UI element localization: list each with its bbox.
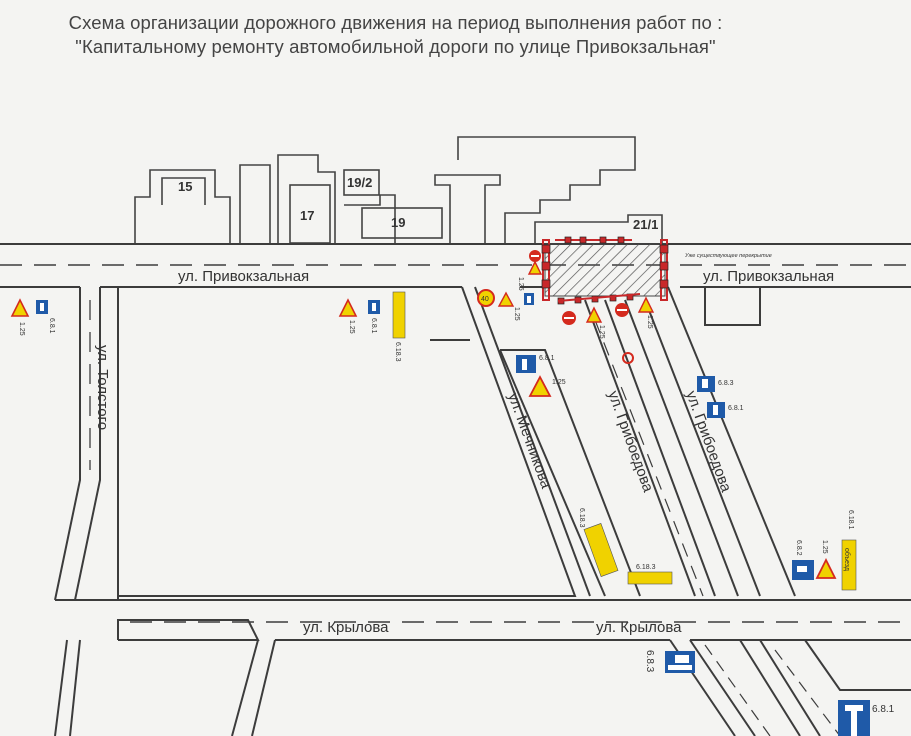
svg-text:6.18.3: 6.18.3 — [578, 508, 585, 528]
sign-dead-end-bottom-2: 6.8.1 — [838, 700, 895, 736]
svg-text:1.25: 1.25 — [646, 315, 653, 329]
svg-text:1.25: 1.25 — [513, 307, 520, 321]
svg-text:6.8.1: 6.8.1 — [48, 318, 55, 334]
svg-text:6.8.1: 6.8.1 — [370, 318, 377, 334]
closed-zone-hatch — [544, 243, 666, 297]
building-wing — [239, 164, 271, 243]
scheme-title-line2: "Капитальному ремонту автомобильной доро… — [75, 36, 716, 57]
sign-no-overtaking — [622, 352, 634, 364]
road-mechnikova — [474, 286, 606, 597]
building-19-2-label: 19/2 — [347, 175, 372, 190]
sign-no-entry-3 — [615, 303, 629, 317]
sign-dead-end-bottom-1: 6.8.3 — [644, 650, 695, 673]
block-frame — [117, 286, 577, 597]
street-label-tolstogo: ул. Толстого — [94, 345, 111, 430]
svg-text:6.18.3: 6.18.3 — [636, 564, 656, 571]
sign-detour-right: объезд 6.18.1 — [841, 510, 857, 591]
street-label-griboedova-1: ул. Грибоедова — [604, 389, 657, 495]
road-krylova — [55, 599, 911, 736]
sign-road-works-left: 1.25 — [10, 298, 30, 336]
svg-text:6.8.1: 6.8.1 — [728, 405, 744, 412]
building-15-outline — [134, 169, 231, 243]
buildings-block — [134, 136, 663, 244]
sign-road-works-right: 1.25 — [815, 540, 837, 579]
svg-text:1.25: 1.25 — [821, 540, 828, 554]
street-label-krylova-right: ул. Крылова — [596, 619, 682, 636]
svg-text:6.8.2: 6.8.2 — [795, 540, 802, 556]
sign-road-works-closure-3: 1.25 — [585, 306, 605, 339]
sign-road-works-mechnikova: 1.25 — [528, 375, 566, 397]
sign-dead-end-griboedova-1: 6.8.3 — [697, 376, 734, 392]
svg-text:6.18.3: 6.18.3 — [394, 342, 401, 362]
building-21-1-outline — [534, 214, 663, 243]
svg-text:6.18.1: 6.18.1 — [847, 510, 854, 530]
building-t-shape — [434, 174, 501, 243]
building-17-wing — [277, 154, 336, 243]
sign-detour-mechnikova: 6.18.3 — [578, 508, 619, 577]
sign-no-entry-1 — [529, 250, 541, 262]
building-15-inner — [161, 177, 206, 205]
building-19-2-outline — [343, 169, 380, 196]
sign-dead-end-mid: 6.8.1 — [368, 300, 380, 334]
sign-no-entry-2 — [562, 311, 576, 325]
sign-road-works-closure-2: 1.25 — [497, 291, 520, 321]
svg-text:6.8.3: 6.8.3 — [718, 380, 734, 387]
building-19-connector — [344, 194, 396, 243]
street-label-privokzalnaya-left: ул. Привокзальная — [178, 268, 309, 285]
svg-text:1.25: 1.25 — [18, 322, 25, 336]
building-19-outline — [361, 207, 443, 239]
sign-dead-end-griboedova-2: 6.8.1 — [707, 402, 744, 418]
sign-speed-limit-40: 40 — [477, 289, 495, 307]
svg-text:6.8.3: 6.8.3 — [644, 650, 655, 673]
svg-text:1.25: 1.25 — [598, 325, 605, 339]
sign-detour-mid: 6.18.3 — [392, 291, 406, 362]
building-19-label: 19 — [391, 215, 405, 230]
road-privokzalnaya — [0, 243, 911, 288]
svg-text:6.8.1: 6.8.1 — [539, 355, 555, 362]
sign-detour-bottom: 6.18.3 — [627, 564, 673, 585]
barriers — [541, 236, 669, 305]
svg-text:6.8.1: 6.8.1 — [872, 704, 895, 715]
sign-dead-end-mechnikova: 6.8.1 — [516, 355, 555, 373]
street-label-privokzalnaya-right: ул. Привокзальная — [703, 268, 834, 285]
building-21-1-label: 21/1 — [633, 217, 658, 232]
road-notch-right — [704, 287, 761, 326]
building-large-complex — [457, 136, 636, 243]
street-label-krylova-left: ул. Крылова — [303, 619, 389, 636]
svg-text:40: 40 — [481, 296, 489, 303]
existing-closure-note: Уже существующее перекрытие — [684, 253, 772, 259]
road-griboedova — [500, 286, 796, 597]
sign-road-works-mid: 1.25 — [338, 298, 358, 334]
svg-text:1.25: 1.25 — [348, 320, 355, 334]
sign-road-works-closure-1: 1.25 — [517, 260, 543, 291]
sign-road-works-closure-4: 1.25 — [637, 296, 655, 329]
street-label-mechnikova: ул. Мечникова — [504, 391, 555, 492]
sign-dead-end-left: 6.8.1 — [36, 300, 55, 334]
building-15-label: 15 — [178, 179, 192, 194]
svg-text:1.25: 1.25 — [517, 277, 524, 291]
building-17-label: 17 — [300, 208, 314, 223]
sign-dead-end-closure — [524, 293, 534, 305]
svg-text:1.25: 1.25 — [552, 379, 566, 386]
svg-text:объезд: объезд — [843, 548, 851, 571]
scheme-title-line1: Схема организации дорожного движения на … — [68, 12, 723, 33]
sign-dead-end-right: 6.8.2 — [792, 540, 814, 580]
